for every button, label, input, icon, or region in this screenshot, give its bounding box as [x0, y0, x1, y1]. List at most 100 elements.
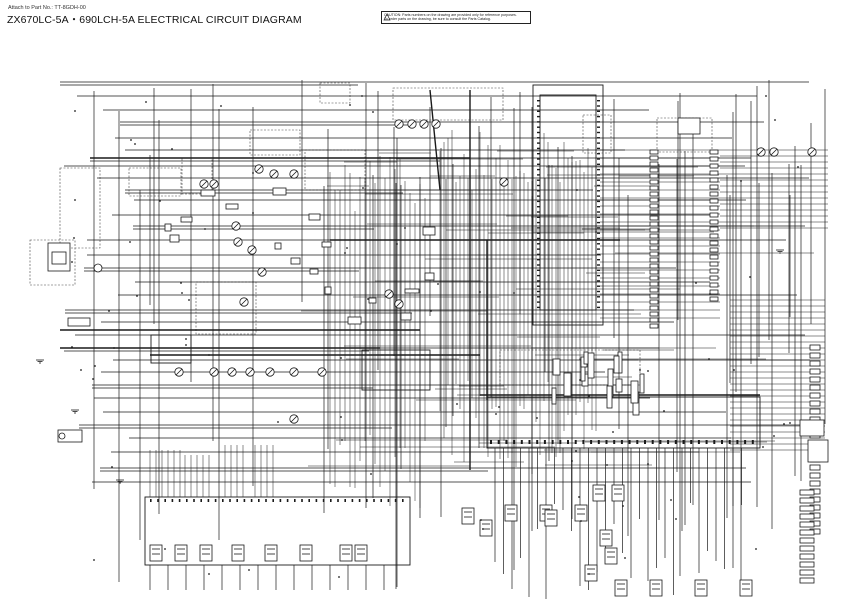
connector-pin: [402, 499, 404, 502]
connector-icon: [709, 296, 719, 302]
fuse-icon: [169, 234, 180, 243]
connector-pin: [337, 499, 339, 502]
connector-pin: [537, 163, 540, 165]
junction-dot: [185, 338, 187, 340]
connector-pin: [597, 174, 600, 176]
connector-icon: [649, 191, 659, 197]
connector-icon: [799, 529, 815, 536]
fuse-icon: [424, 272, 435, 281]
connector-icon: [799, 553, 815, 560]
junction-dot: [159, 200, 161, 202]
relay-contact: [175, 368, 183, 376]
junction-dot: [437, 283, 439, 285]
connector-pin: [597, 110, 600, 112]
connector-pin: [597, 264, 600, 266]
connector-pin: [597, 206, 600, 208]
connector-pin: [597, 306, 600, 309]
connector-icon: [649, 239, 659, 245]
connector-pin: [537, 190, 540, 192]
connector-pin: [537, 216, 540, 218]
fuse-icon: [422, 226, 436, 236]
relay-contact: [408, 120, 416, 128]
connector-icon: [649, 281, 659, 287]
connector-pin: [597, 301, 600, 303]
connector-icon: [339, 544, 353, 562]
main-controller-block: [486, 396, 761, 449]
connector-icon: [709, 219, 719, 225]
junction-dot: [606, 464, 608, 466]
connector-pin: [597, 216, 600, 218]
connector-pin: [537, 269, 540, 271]
connector-pin: [380, 499, 382, 502]
connector-pin: [537, 253, 540, 256]
connector-icon: [649, 311, 659, 317]
connector-pin: [186, 499, 188, 502]
connector-pin: [250, 499, 253, 502]
relay-contact: [266, 368, 274, 376]
connector-pin: [537, 179, 540, 181]
connector-icon: [649, 149, 659, 155]
connector-icon: [649, 317, 659, 323]
fuse-icon: [400, 312, 412, 321]
junction-dot: [80, 369, 82, 371]
fuse-icon: [200, 189, 216, 197]
connector-icon: [709, 177, 719, 183]
connector-icon: [649, 215, 659, 221]
connector-pin: [597, 274, 600, 277]
connector-pin: [222, 499, 224, 502]
connector-pin: [682, 440, 685, 444]
connector-pin: [597, 121, 600, 123]
junction-dot: [774, 119, 776, 121]
connector-icon: [649, 233, 659, 239]
junction-dot: [789, 422, 791, 424]
connector-pin: [597, 105, 600, 107]
connector-icon: [649, 221, 659, 227]
connector-icon: [649, 245, 659, 251]
connector-pin: [690, 440, 693, 444]
fuse-icon: [308, 213, 321, 221]
monitor-screen: [51, 251, 67, 265]
connector-pin: [620, 440, 623, 444]
connector-icon: [649, 227, 659, 233]
connector-pin: [597, 280, 600, 282]
junction-dot: [208, 573, 210, 575]
connector-pin: [751, 440, 754, 444]
connector-pin: [659, 440, 662, 444]
connector-pin: [537, 301, 540, 303]
components: [36, 117, 829, 597]
junction-dot: [765, 95, 767, 97]
connector-pin: [597, 184, 600, 187]
connector-pin: [590, 440, 593, 444]
connector-pin: [366, 499, 368, 502]
connector-pin: [537, 285, 540, 287]
connector-icon: [799, 497, 815, 504]
connector-pin: [537, 115, 540, 118]
connector-pin: [582, 440, 585, 444]
connector-icon: [649, 155, 659, 161]
junction-dot: [580, 520, 582, 522]
connector-pin: [537, 259, 540, 261]
junction-dot: [136, 295, 138, 297]
connector-icon: [614, 579, 628, 597]
connector-pin: [358, 499, 361, 502]
caution-text-line1: CAUTION: Parts numbers on the drawing ar…: [384, 13, 517, 17]
connector-icon: [709, 282, 719, 288]
connector-pin: [537, 158, 540, 160]
junction-dot: [456, 403, 458, 405]
connector-pin: [537, 280, 540, 282]
connector-icon: [231, 544, 245, 562]
connector-icon: [504, 504, 518, 522]
connector-pin: [537, 121, 540, 123]
connector-icon: [709, 247, 719, 253]
connector-pin: [171, 499, 174, 502]
connector-icon: [584, 564, 598, 582]
connector-pin: [537, 221, 540, 224]
connector-icon: [809, 376, 821, 383]
junction-dot: [74, 199, 76, 201]
connector-icon: [809, 384, 821, 391]
connector-pin: [651, 440, 654, 444]
junction-dot: [576, 189, 578, 191]
relay-contact: [200, 180, 208, 188]
connector-pin: [505, 440, 508, 444]
connector-icon: [649, 299, 659, 305]
